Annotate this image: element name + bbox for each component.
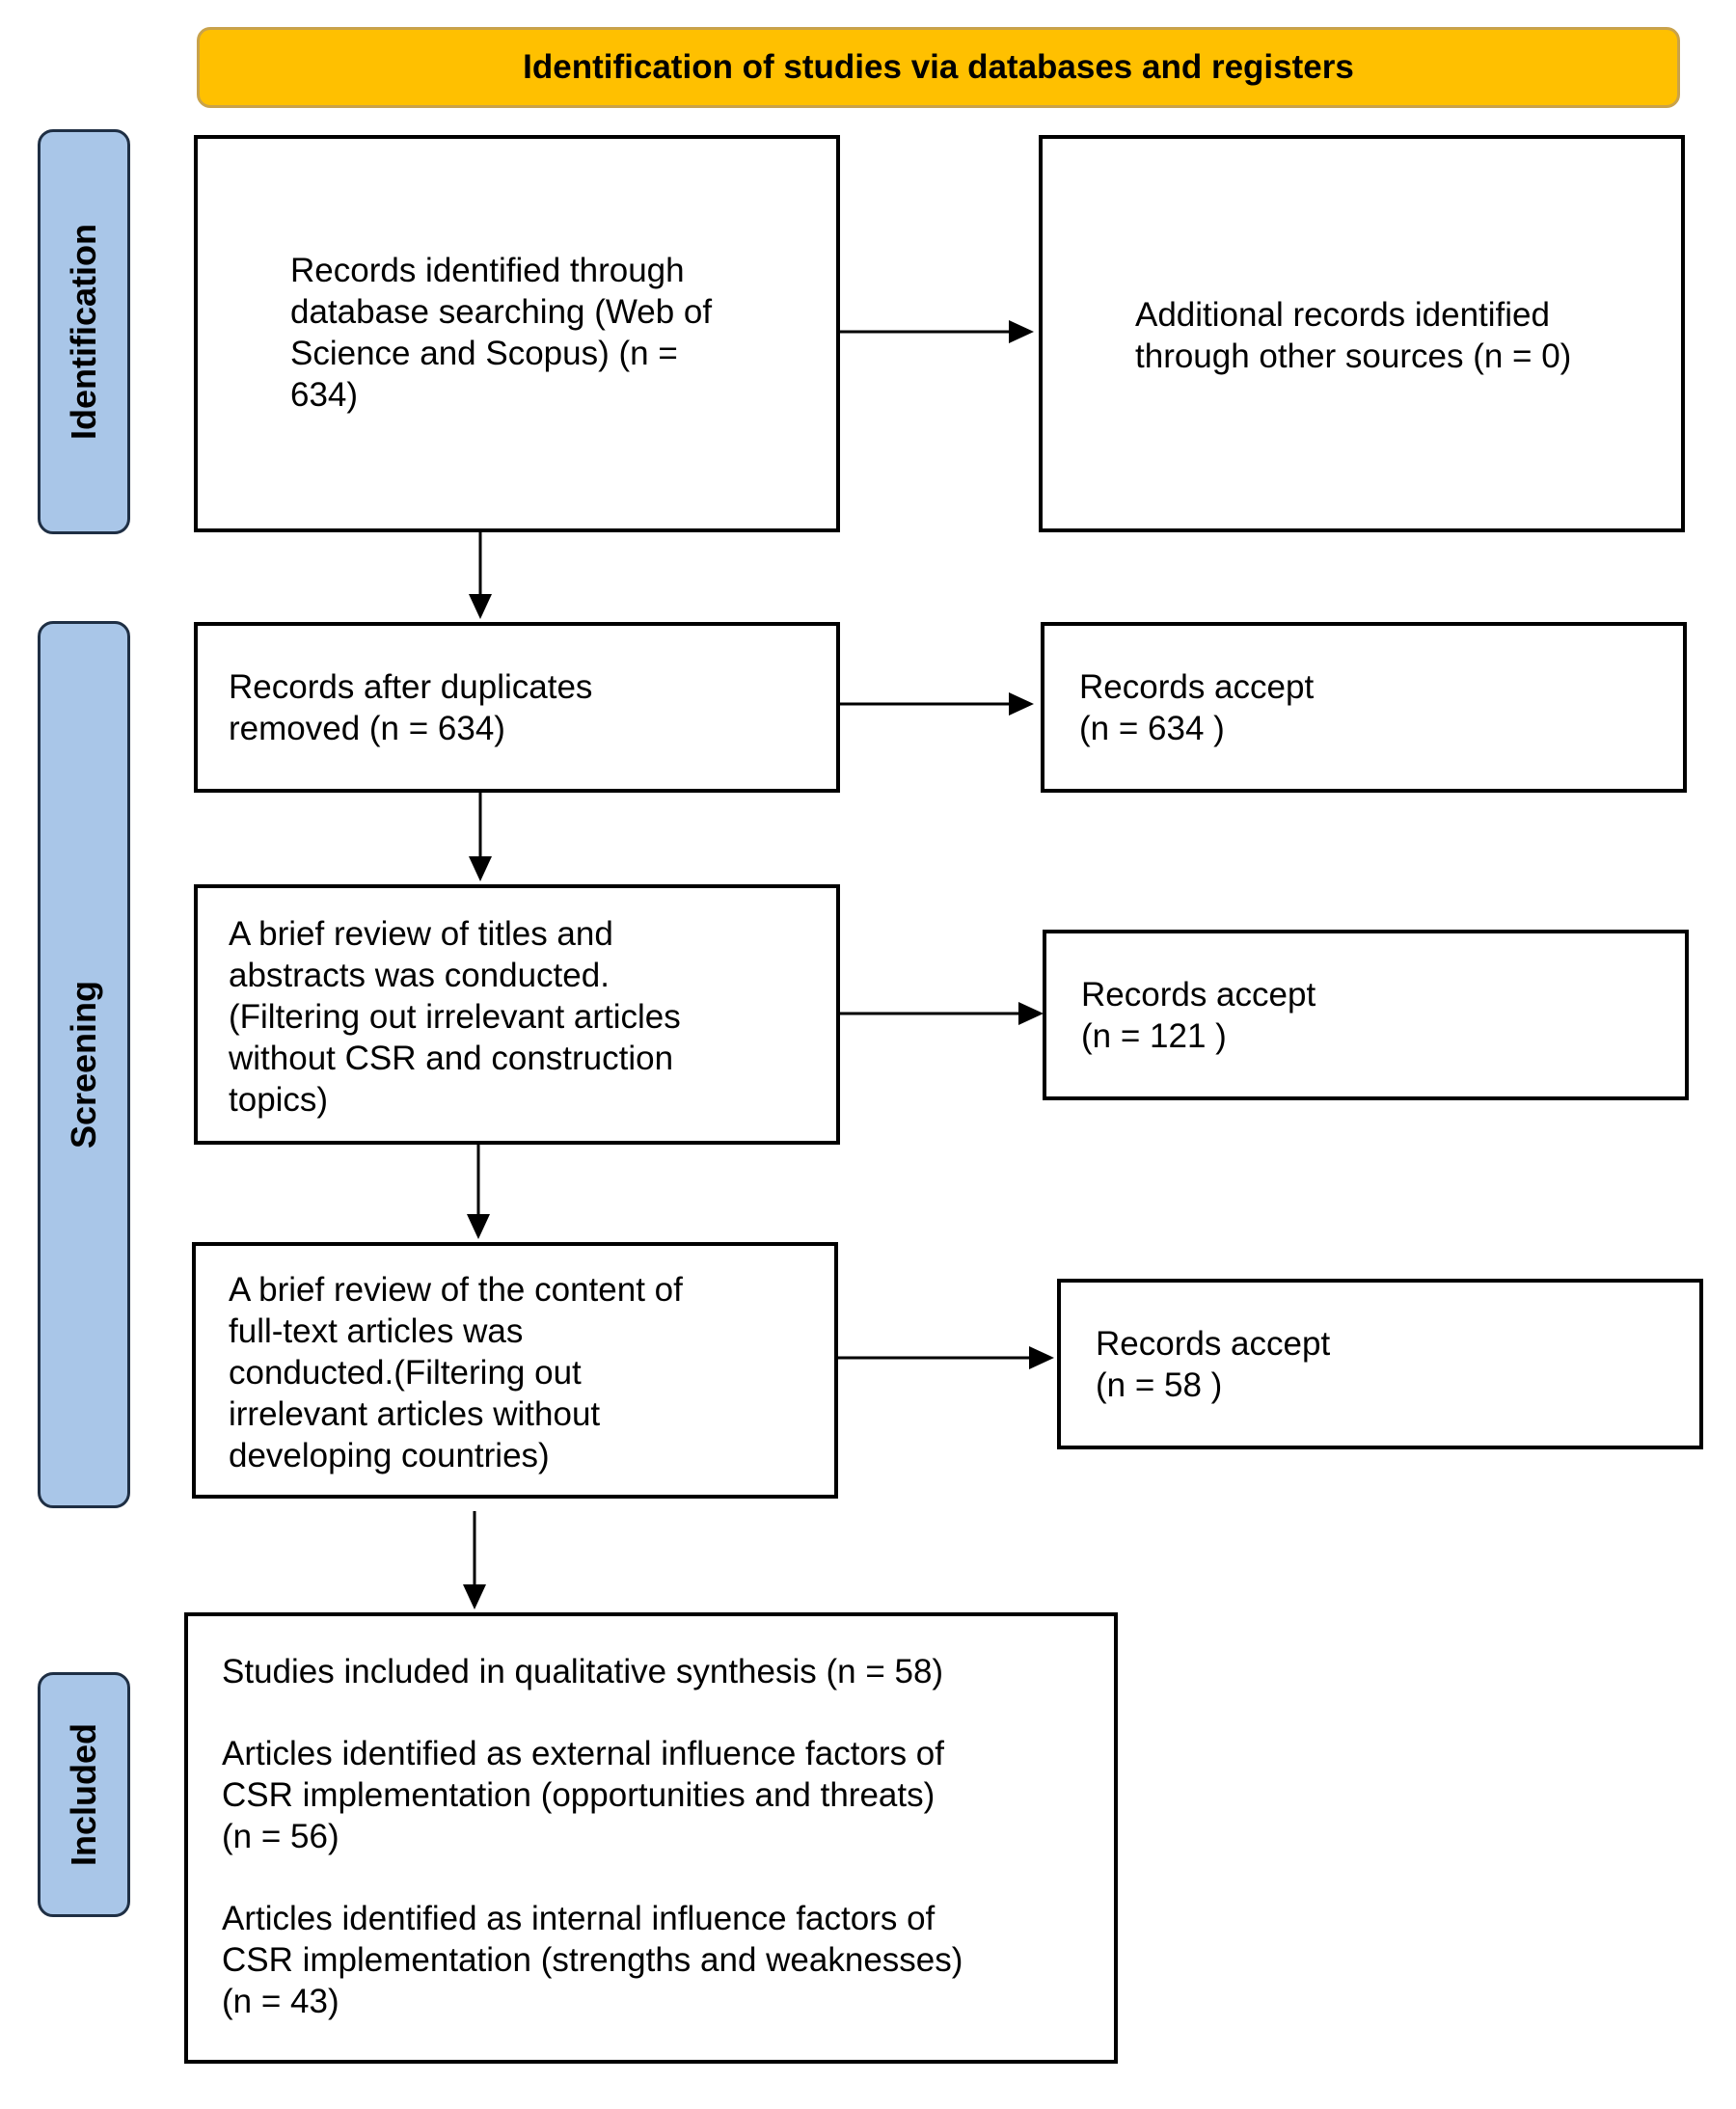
text-line: database searching (Web of — [290, 293, 713, 331]
fulltext-review-box: A brief review of the content of full-te… — [192, 1242, 838, 1499]
text-line: Records identified through — [290, 252, 685, 289]
arrowhead — [1009, 320, 1034, 343]
text-line: full-text articles was — [229, 1312, 524, 1350]
arrowhead — [1009, 692, 1034, 716]
records-accept-121-box: Records accept (n = 121 ) — [1043, 930, 1689, 1100]
text-line: CSR implementation (opportunities and th… — [222, 1776, 936, 1814]
duplicates-removed-text: Records after duplicates removed (n = 63… — [229, 666, 592, 749]
text-line: Records accept — [1096, 1325, 1331, 1363]
text-line: irrelevant articles without — [229, 1395, 601, 1433]
other-sources-text: Additional records identified through ot… — [1135, 294, 1571, 377]
stage-screening: Screening — [38, 621, 130, 1508]
title-abstract-review-box: A brief review of titles and abstracts w… — [194, 884, 840, 1145]
section-banner: Identification of studies via databases … — [197, 27, 1680, 108]
title-abstract-review-text: A brief review of titles and abstracts w… — [229, 913, 681, 1121]
text-line: (n = 43) — [222, 1983, 339, 2020]
records-accept-634-text: Records accept (n = 634 ) — [1079, 666, 1314, 749]
text-line: Additional records identified — [1135, 296, 1550, 334]
text-line: Science and Scopus) (n = — [290, 335, 678, 372]
arrowhead — [1029, 1346, 1054, 1369]
banner-title: Identification of studies via databases … — [523, 48, 1354, 86]
arrowhead — [463, 1584, 486, 1609]
text-line: without CSR and construction — [229, 1040, 674, 1077]
internal-factors-paragraph: Articles identified as internal influenc… — [222, 1898, 963, 2022]
qualitative-synthesis-paragraph: Studies included in qualitative synthesi… — [222, 1651, 963, 1692]
text-line: Articles identified as internal influenc… — [222, 1900, 936, 1937]
text-line: abstracts was conducted. — [229, 957, 610, 994]
text-line: Studies included in qualitative synthesi… — [222, 1653, 944, 1690]
records-accept-634-box: Records accept (n = 634 ) — [1041, 622, 1687, 793]
records-accept-58-box: Records accept (n = 58 ) — [1057, 1279, 1703, 1449]
text-line: developing countries) — [229, 1437, 550, 1474]
arrowhead — [467, 1214, 490, 1239]
database-search-box: Records identified through database sear… — [194, 135, 840, 532]
arrowhead — [469, 856, 492, 881]
duplicates-removed-box: Records after duplicates removed (n = 63… — [194, 622, 840, 793]
text-line: (Filtering out irrelevant articles — [229, 998, 681, 1036]
records-accept-58-text: Records accept (n = 58 ) — [1096, 1323, 1330, 1406]
fulltext-review-text: A brief review of the content of full-te… — [229, 1269, 683, 1476]
stage-included: Included — [38, 1672, 130, 1917]
text-line: Records accept — [1079, 668, 1315, 706]
database-search-text: Records identified through database sear… — [290, 250, 712, 416]
text-line: CSR implementation (strengths and weakne… — [222, 1941, 963, 1979]
text-line: A brief review of titles and — [229, 915, 613, 953]
stage-identification: Identification — [38, 129, 130, 534]
text-line: topics) — [229, 1081, 329, 1119]
other-sources-box: Additional records identified through ot… — [1039, 135, 1685, 532]
text-line: Records accept — [1081, 976, 1316, 1014]
included-studies-box: Studies included in qualitative synthesi… — [184, 1612, 1118, 2064]
text-line: Records after duplicates — [229, 668, 593, 706]
text-line: removed (n = 634) — [229, 710, 505, 747]
text-line: (n = 58 ) — [1096, 1366, 1223, 1404]
text-line: (n = 634 ) — [1079, 710, 1225, 747]
records-accept-121-text: Records accept (n = 121 ) — [1081, 974, 1316, 1057]
text-line: A brief review of the content of — [229, 1271, 683, 1309]
arrowhead — [469, 594, 492, 619]
text-line: (n = 121 ) — [1081, 1017, 1227, 1055]
text-line: (n = 56) — [222, 1818, 339, 1855]
text-line: through other sources (n = 0) — [1135, 338, 1572, 375]
text-line: Articles identified as external influenc… — [222, 1735, 944, 1772]
text-line: conducted.(Filtering out — [229, 1354, 582, 1392]
arrowhead — [1018, 1002, 1044, 1025]
text-line: 634) — [290, 376, 359, 414]
included-studies-text: Studies included in qualitative synthesi… — [222, 1651, 963, 2022]
external-factors-paragraph: Articles identified as external influenc… — [222, 1733, 963, 1857]
